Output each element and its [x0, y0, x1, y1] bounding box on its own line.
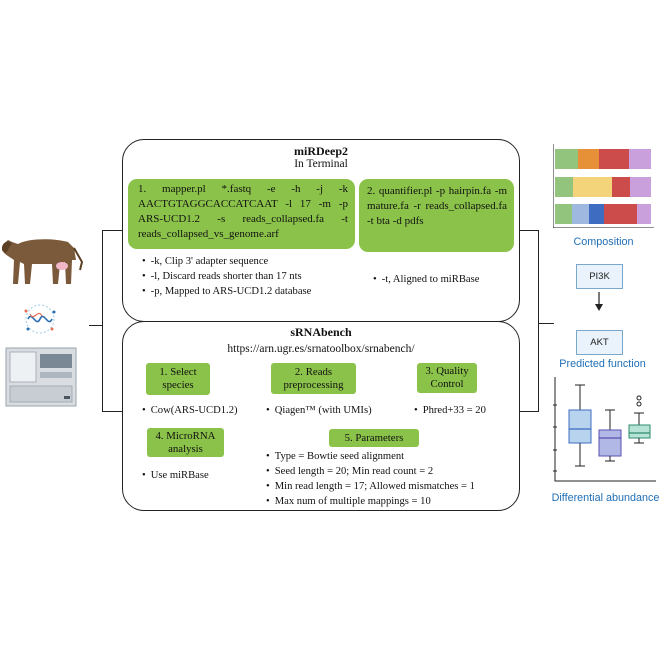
- preprocessing-value: Qiagen™ (with UMIs): [266, 403, 396, 418]
- connector-line: [102, 230, 104, 412]
- step-select-species: 1. Select species: [146, 363, 210, 395]
- list-item: Cow(ARS-UCD1.2): [142, 403, 262, 418]
- connector-line: [89, 325, 103, 327]
- quantifier-command-box: 2. quantifier.pl -p hairpin.fa -m mature…: [359, 179, 514, 252]
- step-parameters: 5. Parameters: [329, 429, 419, 447]
- list-item: -l, Discard reads shorter than 17 nts: [142, 269, 357, 284]
- quality-value: Phred+33 = 20: [414, 403, 514, 418]
- list-item: -t, Aligned to miRBase: [373, 272, 513, 287]
- composition-bar: [555, 149, 651, 169]
- box-series-1: [568, 384, 592, 467]
- species-value: Cow(ARS-UCD1.2): [142, 403, 262, 418]
- list-item: Min read length = 17; Allowed mismatches…: [266, 479, 516, 494]
- mirdeep2-subtitle: In Terminal: [294, 158, 348, 170]
- mapper-command: 1. mapper.pl *.fastq -e -h -j -k AACTGTA…: [138, 183, 348, 240]
- quantifier-command: 2. quantifier.pl -p hairpin.fa -m mature…: [367, 185, 507, 227]
- connector-line: [102, 230, 123, 232]
- connector-line: [102, 411, 123, 413]
- list-item: Use miRBase: [142, 468, 252, 483]
- srnabench-url: https://arn.ugr.es/srnatoolbox/srnabench…: [227, 343, 415, 355]
- box-series-2: [598, 409, 622, 462]
- list-item: Type = Bowtie seed alignment: [266, 449, 516, 464]
- srnabench-title: sRNAbench: [290, 325, 352, 339]
- connector-line: [538, 323, 554, 325]
- differential-boxplot: [553, 377, 656, 482]
- pi3k-node: PI3K: [576, 264, 623, 289]
- mapper-options-list: -k, Clip 3' adapter sequence -l, Discard…: [142, 254, 357, 299]
- composition-label: Composition: [573, 236, 634, 248]
- mirdeep2-title: miRDeep2: [294, 144, 348, 158]
- cow-icon: [2, 239, 84, 284]
- composition-bar: [555, 177, 651, 197]
- mapper-command-box: 1. mapper.pl *.fastq -e -h -j -k AACTGTA…: [128, 179, 355, 249]
- connector-line: [518, 411, 539, 413]
- list-item: Seed length = 20; Min read count = 2: [266, 464, 516, 479]
- composition-bar: [555, 204, 651, 224]
- srnabench-panel: sRNAbench https://arn.ugr.es/srnatoolbox…: [122, 321, 520, 511]
- differential-abundance-label: Differential abundance: [551, 492, 660, 504]
- connector-line: [518, 230, 539, 232]
- step-quality-control: 3. Quality Control: [417, 363, 477, 393]
- list-item: Qiagen™ (with UMIs): [266, 403, 396, 418]
- predicted-function-label: Predicted function: [559, 358, 646, 370]
- microrna-value: Use miRBase: [142, 468, 252, 483]
- quantifier-options-list: -t, Aligned to miRBase: [373, 272, 513, 287]
- sequencer-icon: [5, 347, 77, 407]
- box-series-3: [628, 395, 651, 444]
- list-item: Phred+33 = 20: [414, 403, 514, 418]
- list-item: Max num of multiple mappings = 10: [266, 494, 516, 509]
- parameters-list: Type = Bowtie seed alignment Seed length…: [266, 449, 516, 509]
- akt-node: AKT: [576, 330, 623, 355]
- step-microrna-analysis: 4. MicroRNA analysis: [147, 428, 224, 457]
- mirdeep2-panel: miRDeep2 In Terminal 1. mapper.pl *.fast…: [122, 139, 520, 322]
- step-reads-preprocessing: 2. Reads preprocessing: [271, 363, 356, 394]
- composition-chart: [553, 144, 654, 228]
- molecule-icon: [24, 304, 56, 334]
- list-item: -p, Mapped to ARS-UCD1.2 database: [142, 284, 357, 299]
- connector-line: [538, 230, 540, 412]
- down-arrow-icon: [595, 292, 603, 311]
- list-item: -k, Clip 3' adapter sequence: [142, 254, 357, 269]
